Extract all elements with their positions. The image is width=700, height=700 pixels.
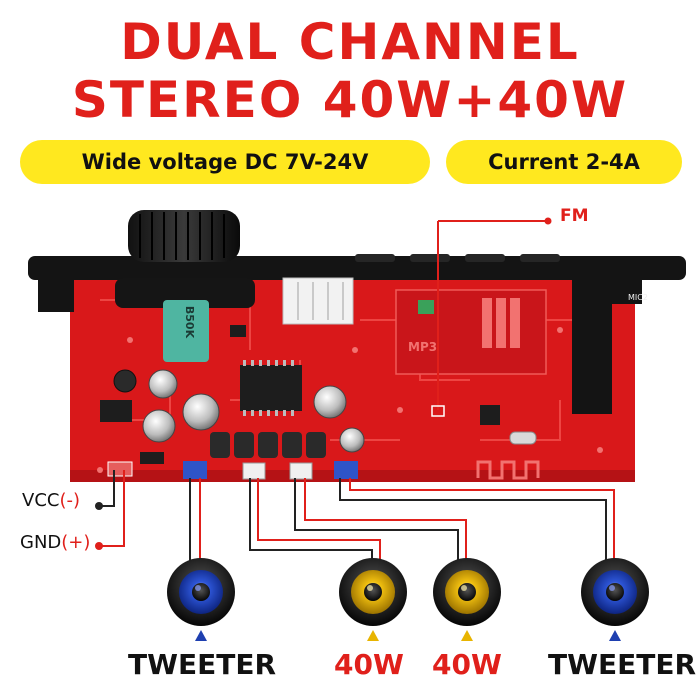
left-tweeter-terminal: [183, 461, 207, 479]
gnd-sign: (+): [61, 532, 91, 553]
vcc-sign: (-): [59, 490, 80, 511]
speaker-label-woofer-left: 40W: [334, 648, 404, 681]
headline-line-1: DUAL CHANNEL: [120, 13, 580, 71]
headline-line-2: STEREO 40W+40W: [71, 71, 629, 129]
power-wires: [100, 470, 125, 547]
connector-label: MIC2: [628, 293, 648, 302]
speaker-tweeter-right: [581, 558, 649, 641]
right-woofer-terminal: [289, 462, 313, 480]
arrow-icon: [367, 630, 379, 641]
module-text: MP3: [408, 340, 437, 354]
pot-marking: B50K: [183, 306, 196, 339]
fm-leader: [431, 217, 552, 417]
current-badge: Current 2-4A: [446, 140, 682, 184]
white-connector: [282, 277, 354, 325]
speaker-wires: [189, 478, 615, 562]
gnd-name: GND: [20, 532, 62, 553]
speaker-tweeter-left: [167, 558, 235, 641]
gnd-label: GND(+): [20, 532, 90, 553]
speaker-label-woofer-right: 40W: [432, 648, 502, 681]
speaker-woofer-left: [339, 558, 407, 641]
fm-label: FM: [560, 206, 589, 226]
speaker-label-tweeter-right: TWEETER: [548, 648, 697, 681]
amplifier-ic: [240, 365, 302, 411]
speaker-woofer-right: [433, 558, 501, 641]
right-tweeter-terminal: [334, 461, 358, 479]
potentiometer: [163, 300, 209, 362]
left-woofer-terminal: [242, 462, 266, 480]
voltage-badge: Wide voltage DC 7V-24V: [20, 140, 430, 184]
vcc-name: VCC: [22, 490, 60, 511]
inductor-row: [210, 432, 326, 458]
fm-chip: [480, 405, 500, 425]
arrow-icon: [461, 630, 473, 641]
speaker-label-tweeter-left: TWEETER: [128, 648, 277, 681]
vcc-label: VCC(-): [22, 490, 80, 511]
arrow-icon: [195, 630, 207, 641]
arrow-icon: [609, 630, 621, 641]
side-jack: [572, 276, 612, 414]
